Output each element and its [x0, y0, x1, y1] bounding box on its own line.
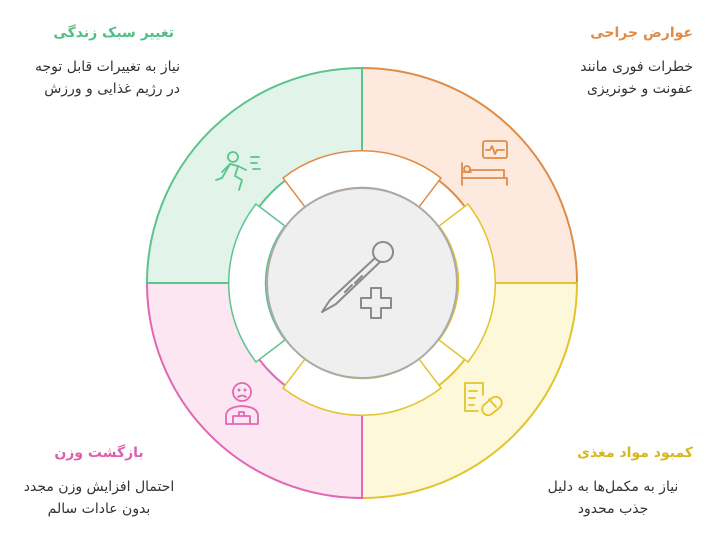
label-weight: بازگشت وزن احتمال افزایش وزن مجدد بدون ع… — [15, 444, 183, 520]
title-surgical: عوارض جراحی — [590, 25, 693, 41]
desc-nutrient-line1: نیاز به مکمل‌ها به دلیل — [547, 479, 679, 495]
label-nutrient: کمبود مواد مغذی نیاز به مکمل‌ها به دلیل … — [533, 444, 693, 520]
title-nutrient: کمبود مواد مغذی — [577, 445, 693, 461]
center-circle — [266, 187, 458, 379]
supplement-pills-icon — [464, 382, 503, 417]
desc-lifestyle-line2: در رژیم غذایی و ورزش — [44, 81, 180, 97]
label-surgical: عوارض جراحی خطرات فوری مانند عفونت و خون… — [580, 24, 693, 100]
desc-surgical-line2: عفونت و خونریزی — [586, 81, 693, 97]
desc-surgical-line1: خطرات فوری مانند — [580, 59, 693, 75]
syringe-plus-icon — [321, 241, 394, 319]
hospital-bed-icon — [461, 140, 508, 186]
title-weight: بازگشت وزن — [54, 445, 144, 461]
running-person-icon — [215, 151, 261, 191]
person-weight-scale-icon — [225, 382, 259, 425]
desc-weight-line1: احتمال افزایش وزن مجدد — [23, 479, 175, 495]
desc-weight-line2: بدون عادات سالم — [47, 501, 151, 517]
desc-nutrient-line2: جذب محدود — [577, 501, 649, 517]
desc-lifestyle-line1: نیاز به تغییرات قابل توجه — [35, 59, 180, 75]
title-lifestyle: تغییر سبک زندگی — [53, 25, 174, 41]
label-lifestyle: تغییر سبک زندگی نیاز به تغییرات قابل توج… — [12, 24, 180, 100]
inner-ring — [228, 150, 496, 416]
